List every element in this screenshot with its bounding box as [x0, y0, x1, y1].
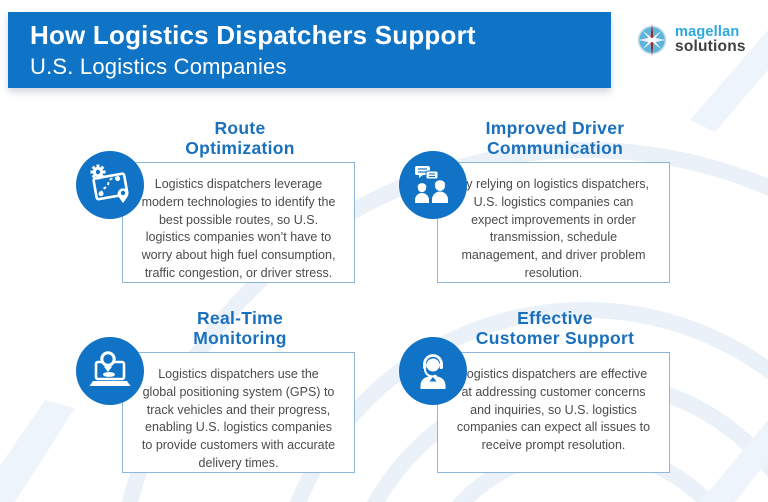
route-map-icon — [90, 164, 129, 203]
magellan-solutions-logo: magellan solutions — [634, 22, 746, 58]
info-box-route-optimization: Logistics dispatchers leverage modern te… — [122, 162, 355, 283]
section-title-real-time-monitoring: Real-Time Monitoring — [193, 308, 287, 348]
section-title-driver-communication: Improved Driver Communication — [485, 118, 625, 158]
customer-support-badge — [399, 337, 467, 405]
gps-laptop-icon — [89, 351, 131, 386]
page-subtitle: U.S. Logistics Companies — [30, 54, 287, 79]
info-box-customer-support: Logistics dispatchers are effective at a… — [437, 352, 670, 473]
header-banner: How Logistics Dispatchers Support U.S. L… — [8, 12, 611, 88]
real-time-monitoring-badge — [76, 337, 144, 405]
driver-communication-icon — [415, 166, 448, 203]
headset-agent-icon — [420, 354, 446, 389]
route-optimization-badge — [76, 151, 144, 219]
driver-communication-badge — [399, 151, 467, 219]
page-title: How Logistics Dispatchers Support — [30, 20, 476, 50]
compass-icon — [637, 24, 667, 56]
section-title-customer-support: Effective Customer Support — [475, 308, 635, 348]
section-title-route-optimization: Route Optimization — [185, 118, 295, 158]
info-box-real-time-monitoring: Logistics dispatchers use the global pos… — [122, 352, 355, 473]
logo-wordmark-solutions: solutions — [675, 38, 746, 56]
info-box-driver-communication: By relying on logistics dispatchers, U.S… — [437, 162, 670, 283]
logo-wordmark-magellan: magellan — [675, 23, 740, 40]
